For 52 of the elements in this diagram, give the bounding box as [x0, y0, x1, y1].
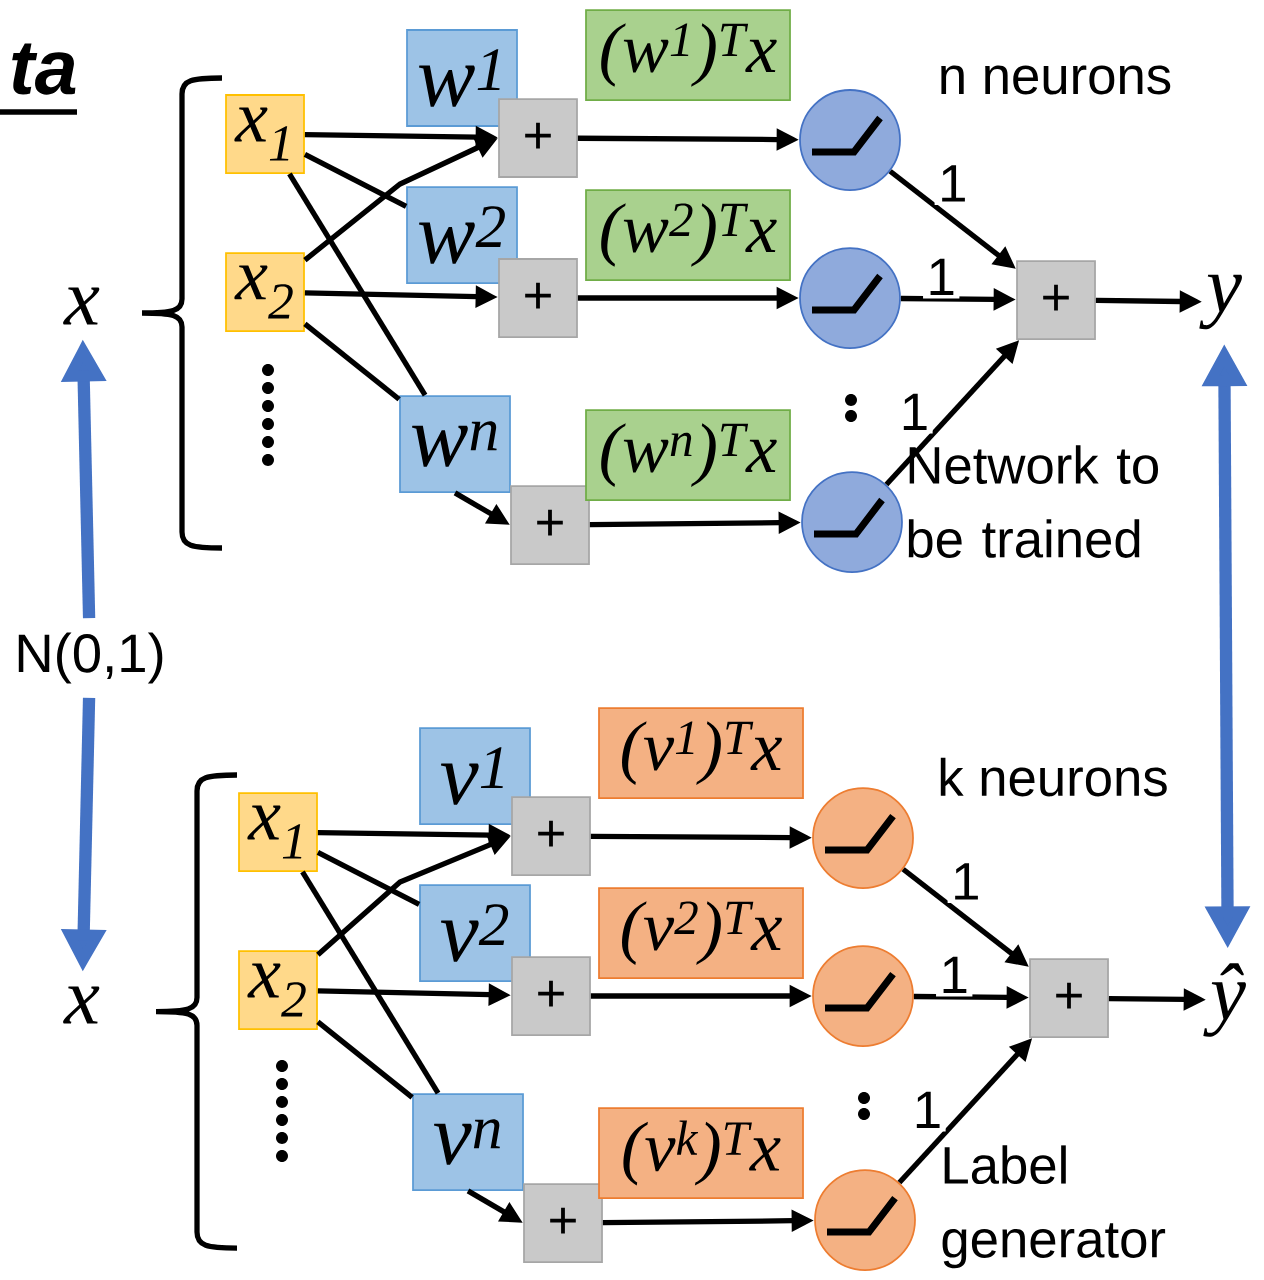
input-box: x$_{1}$: [238, 792, 318, 872]
edge-label: 1: [909, 1088, 946, 1132]
variable-label: x: [63, 986, 100, 1024]
input-box: x$_{2}$: [238, 950, 318, 1030]
formula-box: (v$^{1}$)$^{T}$x: [598, 707, 804, 799]
adder-box: +: [498, 98, 578, 178]
neuron-circle: [801, 471, 903, 573]
neuron-circle: [812, 787, 914, 889]
neuron-circle: [799, 247, 901, 349]
neuron-circle: [799, 89, 901, 191]
formula-box: (w$^{2}$)$^{T}$x: [585, 189, 791, 281]
weight-box: v$^{1}$: [419, 727, 531, 825]
formula-box: (w$^{n}$)$^{T}$x: [585, 409, 791, 501]
neuron-circle: [814, 1169, 916, 1271]
title-text: ta: [0, 43, 77, 115]
edge-label: 1: [934, 161, 971, 206]
neuron-circle: [812, 945, 914, 1047]
weight-box: w$^{2}$: [406, 186, 518, 284]
edge-label: 1: [947, 859, 984, 904]
annotation-text: k neurons: [940, 757, 1167, 797]
adder-box: +: [510, 485, 590, 565]
output-label: ŷ: [1203, 963, 1246, 1037]
weight-box: w$^{n}$: [399, 395, 511, 493]
adder-box: +: [498, 258, 578, 338]
formula-box: (v$^{2}$)$^{T}$x: [598, 887, 804, 979]
weight-box: w$^{1}$: [406, 29, 518, 127]
connector-line: [316, 1019, 414, 1100]
distribution-label: N(0,1): [18, 632, 163, 684]
connector-line: [303, 152, 408, 209]
edge-label: 1: [936, 953, 973, 997]
adder-box: +: [523, 1183, 603, 1263]
annotation-text: n neurons: [941, 65, 1171, 95]
weight-box: v$^{2}$: [419, 884, 531, 982]
edge-label: 1: [923, 255, 960, 299]
connector-line: [303, 321, 401, 402]
connector-line: [287, 172, 428, 397]
adder-box: +: [1016, 260, 1096, 340]
formula-box: (v$^{k}$)$^{T}$x: [598, 1107, 804, 1199]
annotation-text: Label generator: [942, 1145, 1166, 1269]
connector-line: [316, 850, 421, 907]
input-box: x$_{2}$: [225, 252, 305, 332]
edge-label: 1: [896, 390, 933, 434]
weight-box: v$^{n}$: [412, 1093, 524, 1191]
formula-box: (w$^{1}$)$^{T}$x: [585, 9, 791, 101]
variable-label: x: [63, 287, 100, 325]
output-label: y: [1199, 274, 1242, 330]
annotation-text: Network to be trained: [908, 445, 1158, 558]
adder-box: +: [1029, 958, 1109, 1038]
connector-line: [300, 870, 441, 1095]
input-box: x$_{1}$: [225, 94, 305, 174]
adder-box: +: [511, 956, 591, 1036]
adder-box: +: [511, 796, 591, 876]
